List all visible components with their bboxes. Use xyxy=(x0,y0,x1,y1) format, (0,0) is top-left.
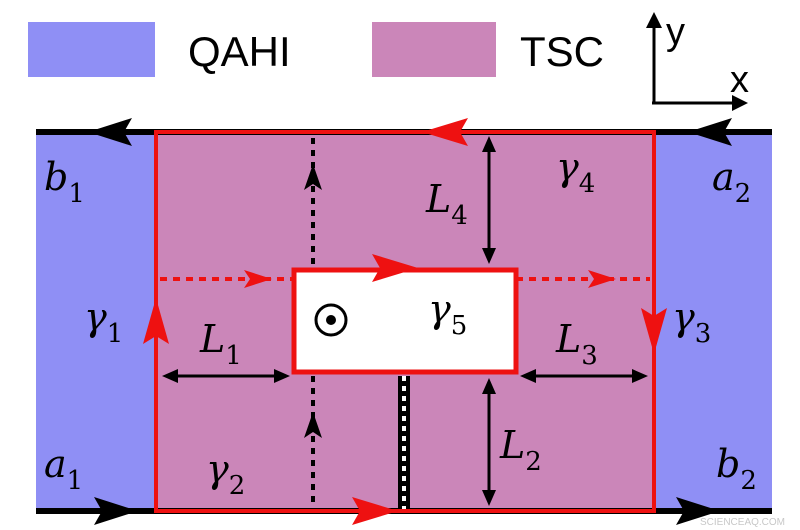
top-right-arrow xyxy=(688,118,732,146)
lower-dotted-arrow xyxy=(304,412,322,438)
tsc-legend-swatch xyxy=(372,22,496,77)
label-gamma5: γ5 xyxy=(428,287,467,341)
L1-dimension xyxy=(162,369,290,383)
gamma5-arrow xyxy=(372,254,418,282)
gamma3-arrow xyxy=(641,308,667,354)
label-L2: L2 xyxy=(499,423,542,477)
qahi-left-region xyxy=(36,132,156,511)
x-axis-label: x xyxy=(730,59,749,101)
label-b1: b1 xyxy=(44,155,85,209)
L2-dimension xyxy=(482,378,496,506)
label-b2: b2 xyxy=(716,442,757,496)
watermark: SCIENCEAQ.COM xyxy=(700,517,785,528)
upper-dotted-arrow xyxy=(304,164,322,190)
qahi-legend-label: QAHI xyxy=(188,28,291,75)
label-gamma4: γ4 xyxy=(556,145,595,199)
out-of-plane-icon xyxy=(314,303,348,337)
bottom-right-arrow xyxy=(676,497,720,525)
right-red-dotted-arrow xyxy=(588,270,616,288)
label-gamma3: γ3 xyxy=(672,295,711,349)
label-gamma2: γ2 xyxy=(206,447,245,501)
axes-indicator: y x xyxy=(646,11,749,111)
L4-dimension xyxy=(482,136,496,264)
label-L4: L4 xyxy=(425,177,468,231)
gamma2-arrow xyxy=(352,497,398,525)
top-left-arrow xyxy=(88,118,132,146)
label-a2: a2 xyxy=(712,155,751,209)
qahi-legend-swatch xyxy=(28,22,155,77)
junction-channel xyxy=(398,376,410,509)
label-gamma1: γ1 xyxy=(84,295,123,349)
gamma1-arrow xyxy=(143,298,169,344)
label-a1: a1 xyxy=(44,442,83,496)
tsc-legend-label: TSC xyxy=(520,28,604,75)
bottom-left-arrow xyxy=(94,497,138,525)
left-red-dotted-arrow xyxy=(244,270,272,288)
y-axis-label: y xyxy=(666,11,685,53)
gamma4-arrow xyxy=(422,118,468,146)
qahi-right-region xyxy=(654,132,772,511)
L3-dimension xyxy=(520,369,648,383)
label-L1: L1 xyxy=(199,317,242,371)
label-L3: L3 xyxy=(555,317,598,371)
